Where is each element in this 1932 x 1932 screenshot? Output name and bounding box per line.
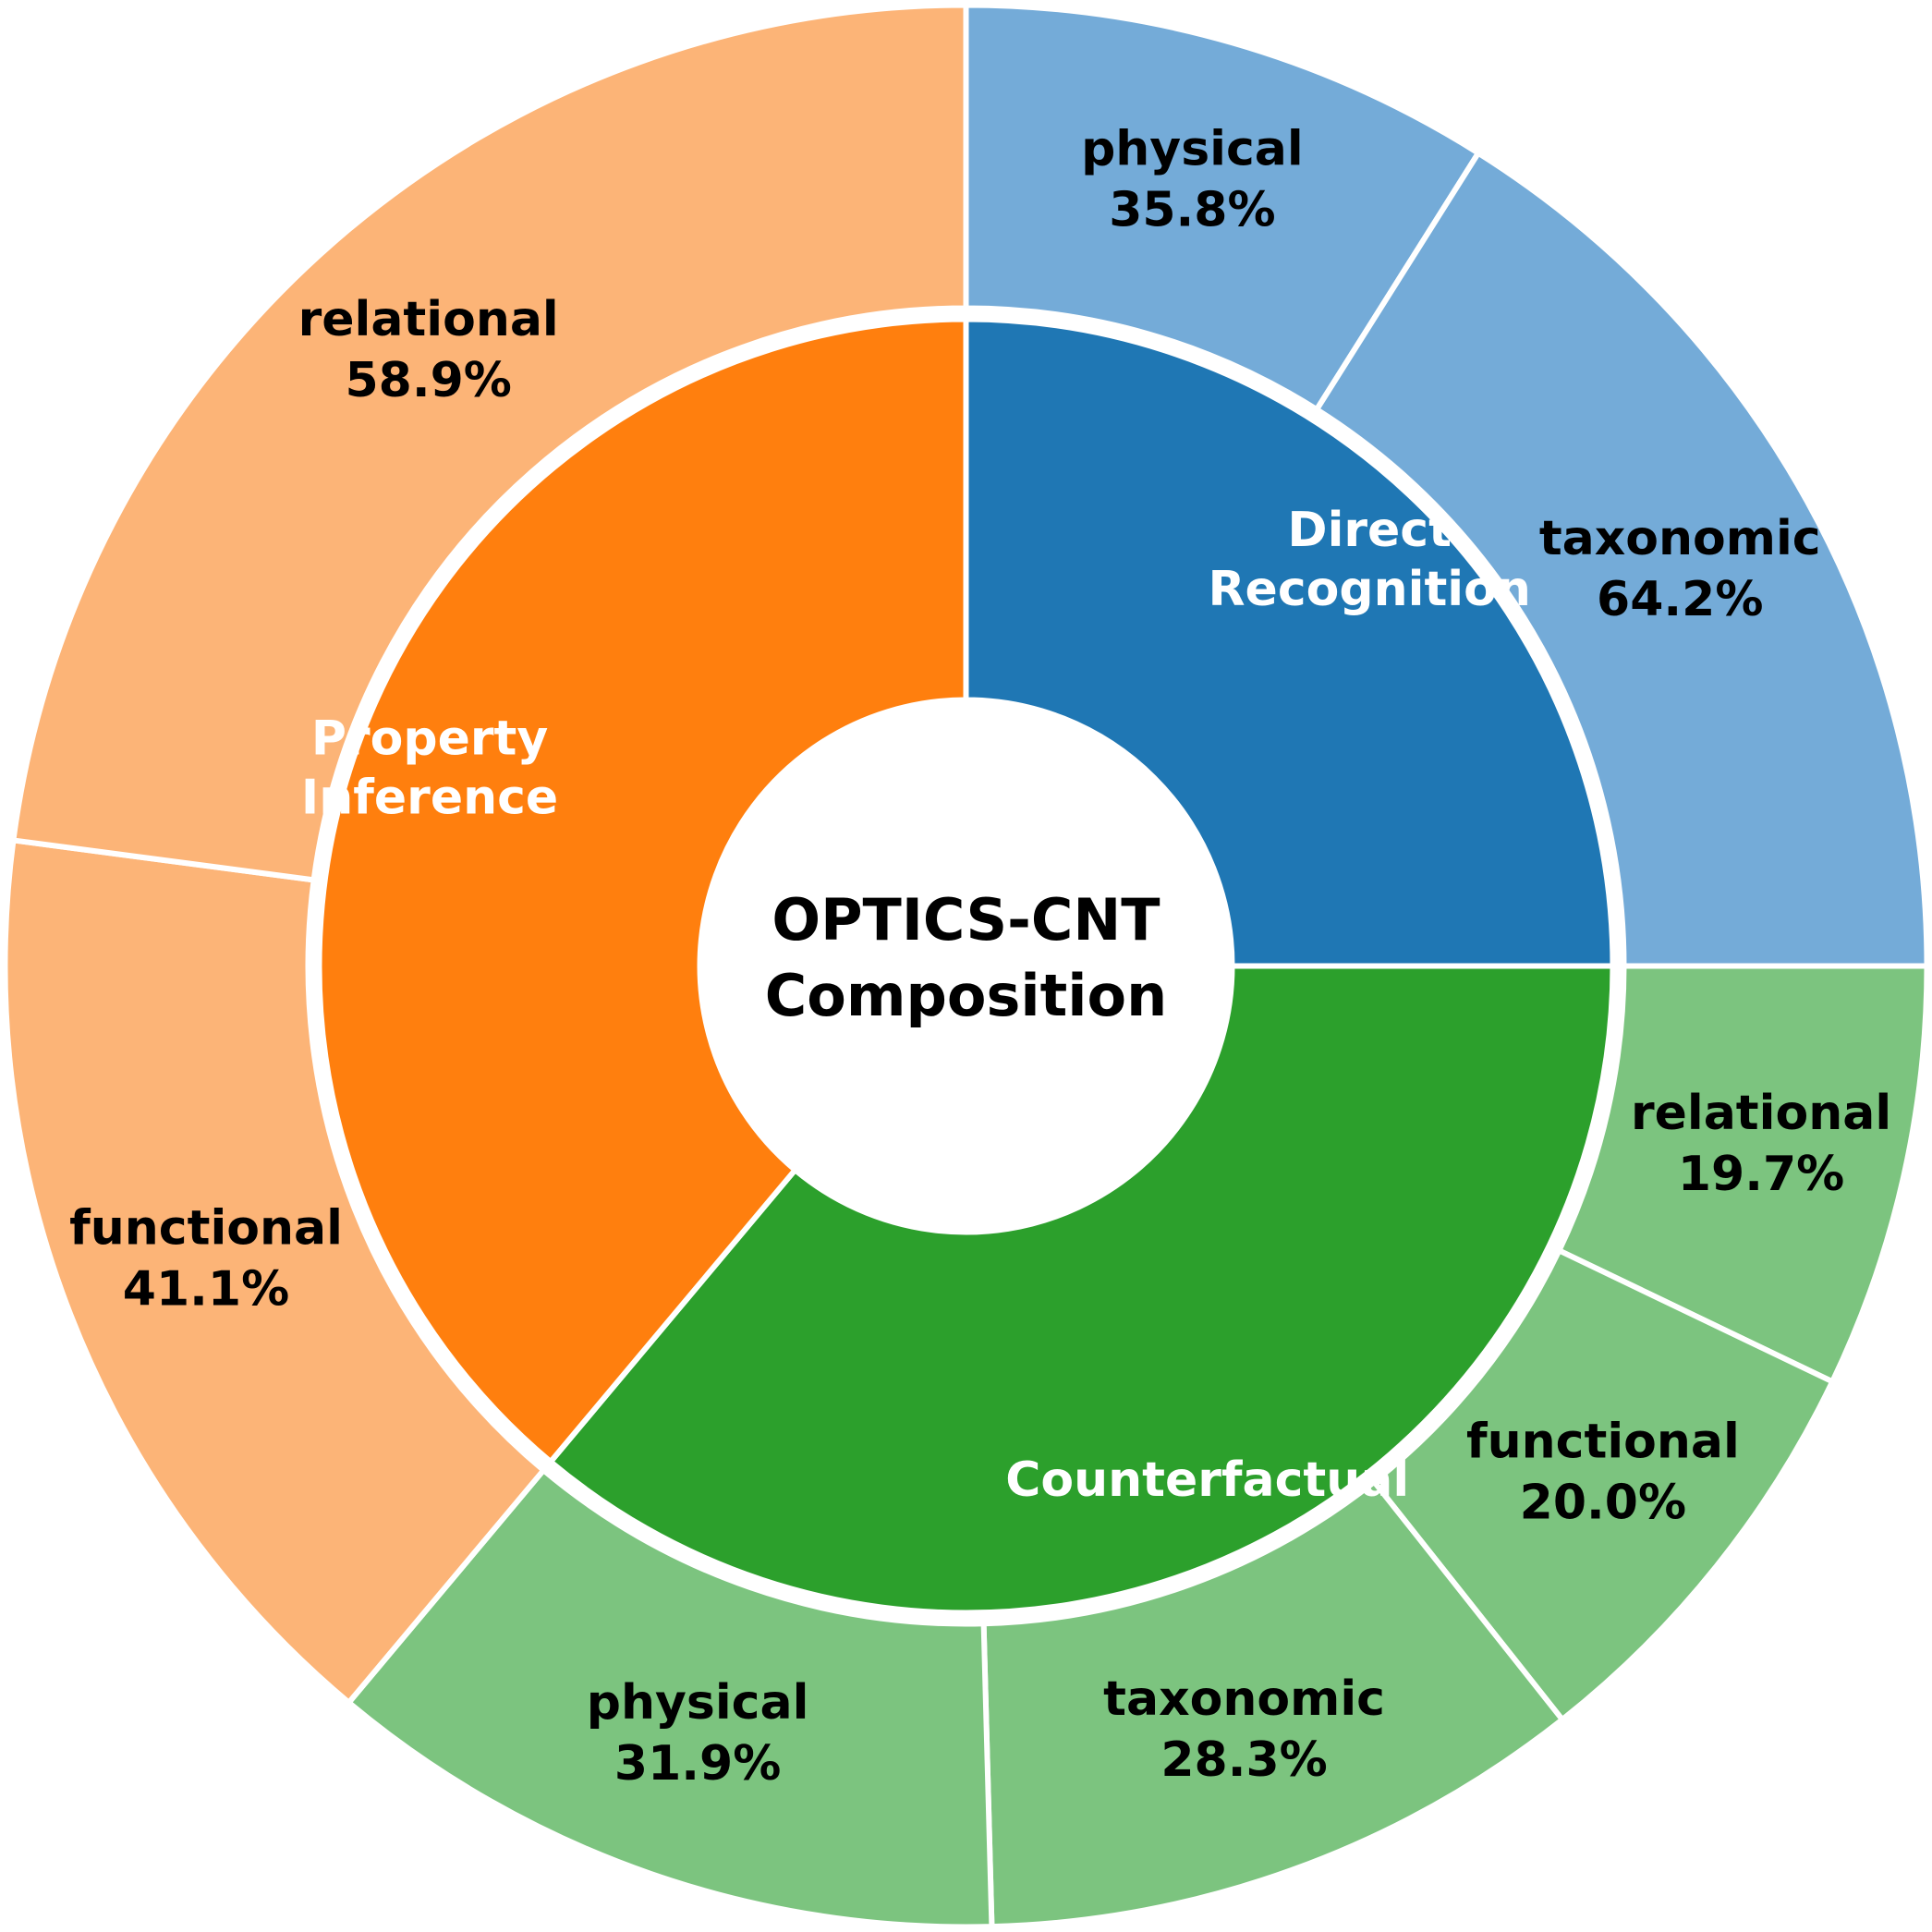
outer-segment-direct-recognition-taxonomic[interactable] <box>1314 150 1930 969</box>
center-title-line2: Composition <box>765 962 1167 1029</box>
outer-segment-pct-direct-recognition-physical: 35.8% <box>1109 183 1275 238</box>
outer-segment-pct-property-inference-functional: 41.1% <box>123 1262 289 1318</box>
outer-segment-label-property-inference-relational: relational <box>298 292 559 347</box>
donut-hole <box>702 702 1230 1230</box>
outer-segment-property-inference-functional[interactable] <box>2 837 547 1706</box>
outer-ring-labels: physical 35.8% taxonomic 64.2% relational 19.… <box>69 122 1891 1792</box>
inner-segment-label-direct-recognition-line2: Recognition <box>1209 562 1531 617</box>
center-title-line1: OPTICS-CNT <box>772 886 1160 954</box>
inner-segment-label-counterfactual-line1: Counterfactual <box>1005 1452 1409 1508</box>
outer-segment-pct-counterfactual-functional: 20.0% <box>1520 1476 1686 1531</box>
inner-segment-label-property-inference-line2: Inference <box>301 770 558 825</box>
outer-segment-label-counterfactual-functional: functional <box>1466 1415 1740 1470</box>
inner-segment-label-property-inference-line1: Property <box>311 711 548 766</box>
outer-segment-label-direct-recognition-physical: physical <box>1081 122 1304 177</box>
inner-segment-counterfactual[interactable] <box>547 963 1616 1616</box>
inner-ring <box>316 316 1616 1616</box>
outer-segment-label-direct-recognition-taxonomic: taxonomic <box>1539 511 1821 566</box>
inner-segment-direct-recognition[interactable] <box>963 316 1616 969</box>
outer-segment-label-property-inference-functional: functional <box>69 1201 343 1257</box>
outer-segment-label-counterfactual-relational: relational <box>1631 1086 1891 1141</box>
outer-segment-pct-counterfactual-relational: 19.7% <box>1678 1147 1844 1202</box>
outer-segment-label-counterfactual-taxonomic: taxonomic <box>1103 1671 1385 1727</box>
outer-segment-pct-direct-recognition-taxonomic: 64.2% <box>1597 572 1763 627</box>
outer-segment-counterfactual-physical[interactable] <box>346 1467 995 1930</box>
inner-segment-property-inference[interactable] <box>316 316 969 1465</box>
outer-segment-label-counterfactual-physical: physical <box>587 1675 809 1731</box>
outer-segment-pct-counterfactual-taxonomic: 28.3% <box>1160 1732 1327 1788</box>
inner-segment-label-direct-recognition-line1: Direct <box>1287 503 1452 558</box>
outer-segment-pct-counterfactual-physical: 31.9% <box>614 1736 781 1792</box>
center-title: OPTICS-CNT Composition <box>765 886 1167 1029</box>
outer-segment-property-inference-relational[interactable] <box>10 2 969 883</box>
outer-segment-pct-property-inference-relational: 58.9% <box>345 353 511 408</box>
